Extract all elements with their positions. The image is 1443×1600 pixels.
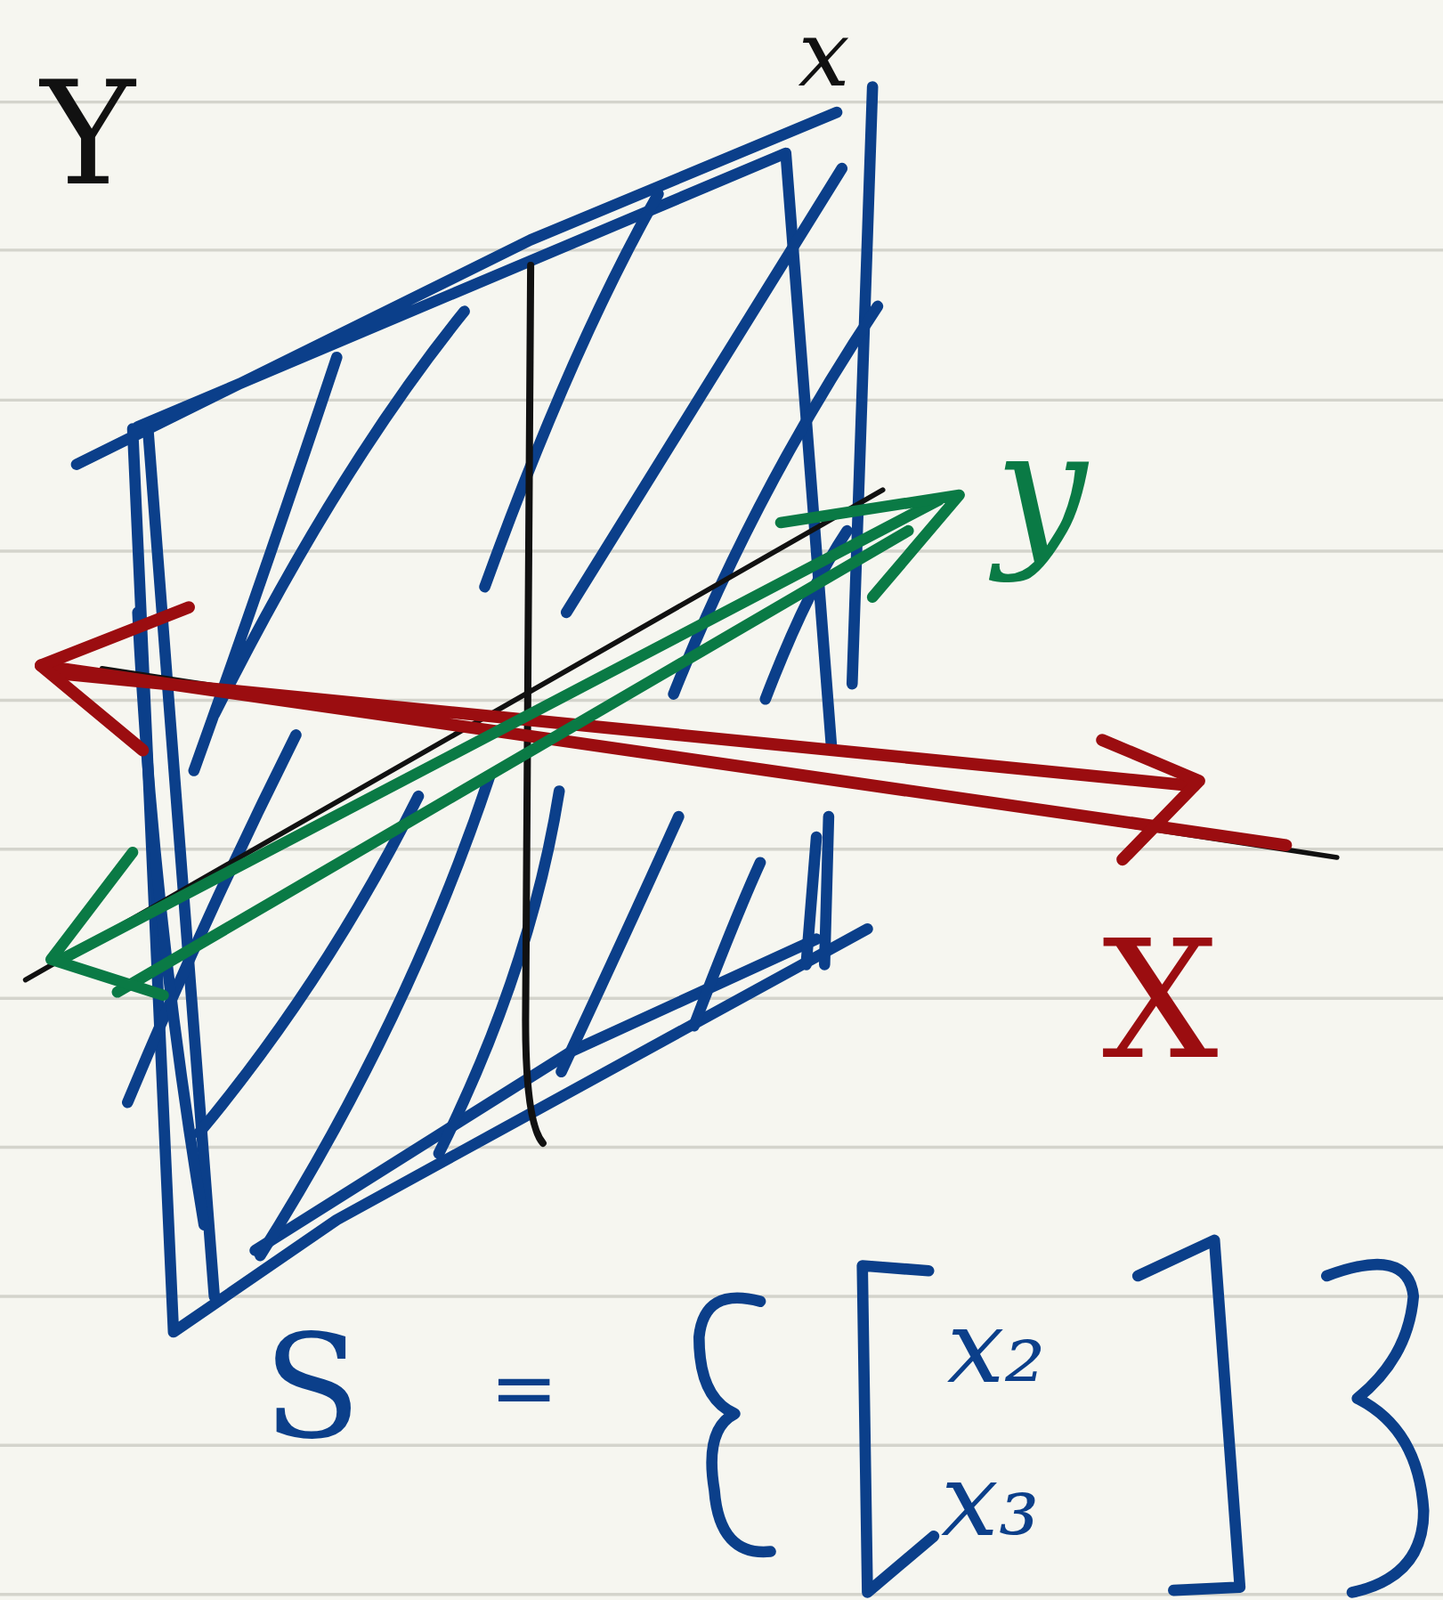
axis-name: y <box>995 408 1088 572</box>
axis-name: x <box>797 8 850 100</box>
vector-entry: x₂ <box>947 1296 1046 1399</box>
axis-line <box>25 489 1338 980</box>
axis-name: X <box>1102 918 1219 1082</box>
set-brackets <box>698 1240 1424 1593</box>
vector-entry: x₃ <box>940 1449 1040 1552</box>
equals-sign: = <box>489 1346 559 1429</box>
ruled-lines <box>0 102 1443 1595</box>
axis-name: Y <box>40 63 136 206</box>
set-name: S <box>263 1316 362 1460</box>
y-axis-arrow <box>50 494 959 996</box>
